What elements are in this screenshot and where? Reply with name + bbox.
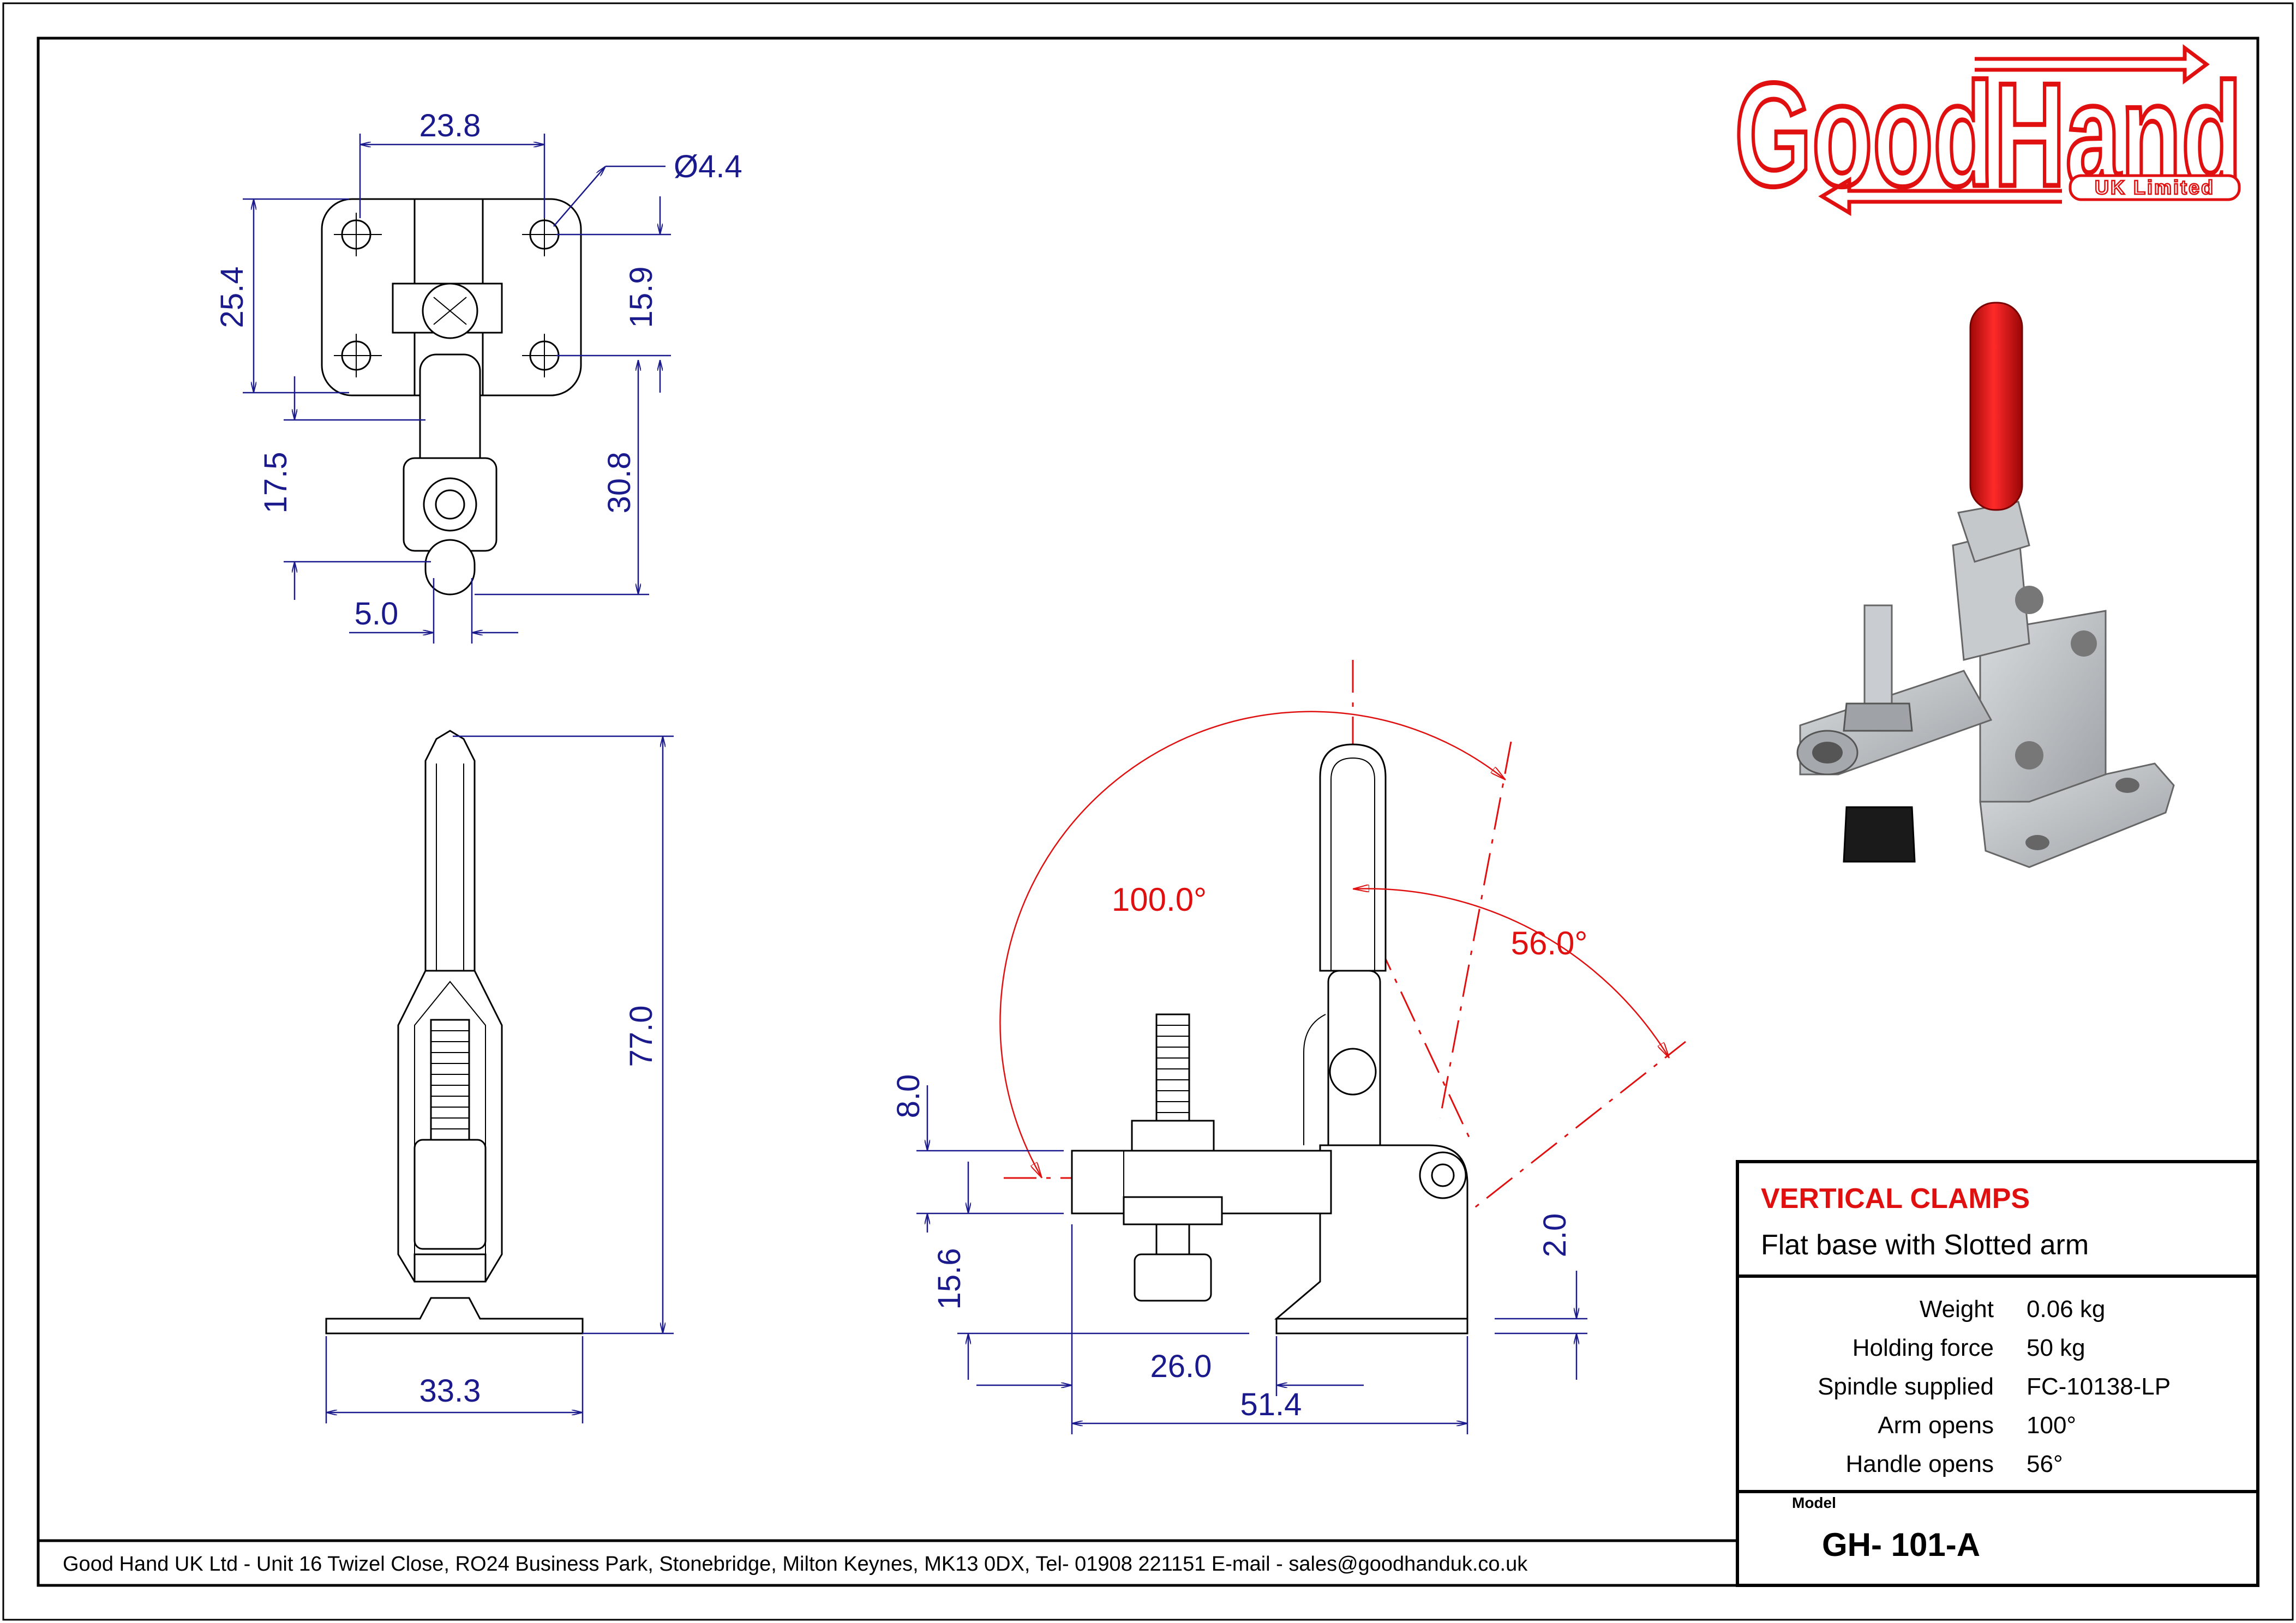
base-side (1275, 1318, 1468, 1335)
dim-base-thickness: 2.0 (1537, 1213, 1573, 1258)
clamp-body (1979, 610, 2107, 803)
dim-arm-reach: 26.0 (1150, 1349, 1212, 1384)
handle-front (424, 730, 476, 972)
logo-arrow-top (1975, 44, 2210, 85)
spec-holding-label: Holding force (1853, 1335, 1994, 1361)
title-block: VERTICAL CLAMPS Flat base with Slotted a… (1736, 1160, 2259, 1587)
logo-arrow-bottom (1818, 176, 2062, 217)
spindle-bolt (1863, 604, 1893, 710)
spec-spindle-value: FC-10138-LP (2027, 1373, 2171, 1400)
spec-handle-label: Handle opens (1845, 1451, 1994, 1477)
side-view-drawing: 100.0° 56.0° 8.0 15.6 2.0 26.0 51.4 (891, 660, 1686, 1434)
top-view-drawing: 23.8 Ø4.4 25.4 15.9 17.5 30.8 5.0 (214, 108, 742, 644)
dim-slot-width: 5.0 (355, 596, 399, 632)
spec-weight-value: 0.06 kg (2027, 1296, 2105, 1323)
dim-base-width: 33.3 (419, 1373, 481, 1409)
spec-handle-value: 56° (2027, 1451, 2063, 1477)
spindle-front (430, 1019, 470, 1157)
dim-arm-offset: 17.5 (258, 452, 293, 514)
spec-arm-label: Arm opens (1878, 1412, 1994, 1439)
base-front (325, 1297, 584, 1335)
product-title: VERTICAL CLAMPS (1761, 1183, 2030, 1215)
dim-arm-length: 30.8 (602, 452, 637, 514)
model-label: Model (1792, 1494, 1836, 1511)
product-subtitle: Flat base with Slotted arm (1761, 1229, 2089, 1261)
dim-hole-diameter: Ø4.4 (674, 149, 742, 184)
foot-side (1134, 1253, 1212, 1302)
rubber-foot (1843, 806, 1916, 863)
angle-handle-opens: 56.0° (1511, 925, 1588, 961)
spec-spindle-label: Spindle supplied (1818, 1373, 1994, 1400)
brand-subtitle: UK Limited (2095, 176, 2215, 199)
dim-spindle-height: 15.6 (932, 1248, 967, 1310)
dim-spindle-offset: 8.0 (891, 1074, 926, 1119)
spindle-side (1155, 1013, 1190, 1135)
handle-grip (1969, 302, 2023, 511)
handle-side (1319, 743, 1387, 972)
angle-arm-opens: 100.0° (1112, 881, 1207, 918)
model-number: GH- 101-A (1822, 1526, 1980, 1563)
product-illustration (1796, 302, 2175, 868)
spec-arm-value: 100° (2027, 1412, 2076, 1439)
inner-border (37, 37, 2259, 1587)
dim-overall-length: 51.4 (1240, 1387, 1302, 1422)
logo-subtitle-box (2069, 174, 2241, 201)
dim-hole-spacing: 15.9 (624, 267, 659, 328)
dim-plate-height: 25.4 (214, 267, 250, 328)
dim-overall-height: 77.0 (624, 1006, 659, 1067)
dim-top-width: 23.8 (419, 108, 481, 143)
front-view-drawing: 77.0 33.3 (325, 730, 674, 1423)
footer-address: Good Hand UK Ltd - Unit 16 Twizel Close,… (63, 1553, 1528, 1576)
brand-logo: GoodHand UK Limited (1733, 44, 2245, 220)
spec-holding-value: 50 kg (2027, 1335, 2085, 1361)
spec-weight-label: Weight (1920, 1296, 1994, 1323)
